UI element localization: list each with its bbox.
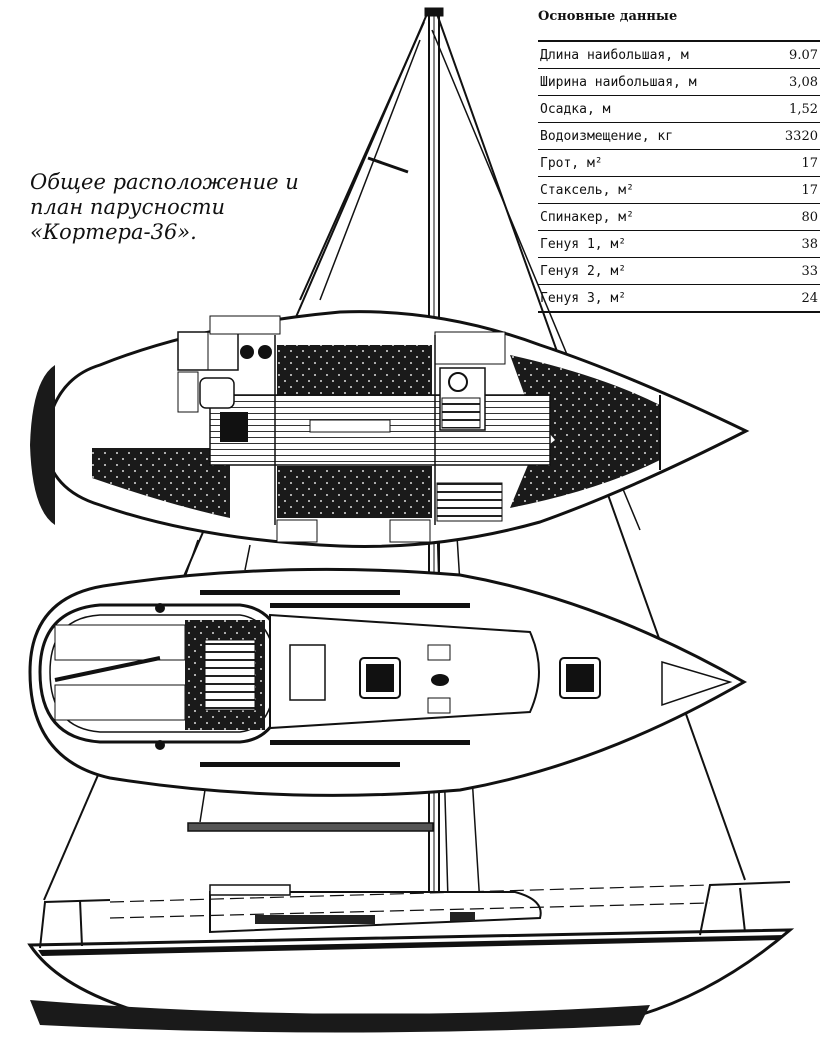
winch bbox=[155, 603, 165, 613]
spec-value: 17 bbox=[767, 149, 820, 177]
forepeak-locker bbox=[30, 365, 55, 525]
port-saloon-berth bbox=[277, 345, 432, 395]
spec-value: 17 bbox=[767, 176, 820, 204]
genoa-track bbox=[270, 603, 470, 608]
antifouling bbox=[30, 1000, 650, 1033]
coachroof bbox=[269, 613, 540, 730]
sprayhood bbox=[209, 884, 291, 896]
caption-line: Общее расположение и bbox=[30, 170, 299, 194]
genoa-track bbox=[270, 740, 470, 745]
spec-label: Осадка, м bbox=[538, 95, 768, 123]
spec-value: 80 bbox=[767, 203, 820, 231]
deck-plan bbox=[28, 567, 748, 797]
spec-label: Генуя 3, м² bbox=[540, 290, 627, 306]
spec-value: 38 bbox=[767, 230, 820, 258]
stove-burner bbox=[240, 345, 254, 359]
stove-burner bbox=[258, 345, 272, 359]
winch bbox=[155, 740, 165, 750]
spec-value: 9.07 bbox=[767, 41, 820, 69]
starboard-saloon-berth bbox=[277, 466, 432, 518]
spec-label: Генуя 2, м² bbox=[538, 257, 768, 285]
foredeck-anchor-well bbox=[661, 660, 733, 707]
spec-label: Генуя 1, м² bbox=[538, 230, 768, 258]
caption-line: «Кортера-36». bbox=[30, 220, 197, 244]
accommodation-plan bbox=[30, 310, 750, 548]
spec-label: Грот, м² bbox=[538, 149, 768, 177]
caption-line: план парусности bbox=[30, 195, 226, 219]
spec-value: 3320 bbox=[767, 122, 820, 150]
spec-value: 33 bbox=[767, 257, 820, 285]
portlight bbox=[255, 915, 375, 924]
spec-value: 1,52 bbox=[767, 95, 820, 123]
spec-label: Длина наибольшая, м bbox=[538, 41, 768, 69]
boot-top bbox=[38, 935, 785, 956]
drawing-caption: Общее расположение и план парусности «Ко… bbox=[30, 170, 300, 245]
pulpit bbox=[699, 881, 791, 936]
shroud bbox=[299, 21, 425, 301]
specs-title: Основные данные bbox=[538, 9, 678, 24]
spec-label: Стаксель, м² bbox=[538, 176, 768, 204]
spec-value: 3,08 bbox=[767, 68, 820, 96]
wc-toilet bbox=[448, 372, 468, 392]
tiller bbox=[54, 656, 161, 682]
spec-label: Водоизмещение, кг bbox=[538, 122, 768, 150]
spec-value: 24 bbox=[801, 290, 818, 306]
spec-row: Генуя 3, м² 24 bbox=[538, 285, 820, 313]
quarter-berth bbox=[92, 448, 230, 518]
galley-sink bbox=[199, 377, 235, 409]
lifelines bbox=[109, 884, 711, 919]
spec-label: Ширина наибольшая, м bbox=[538, 68, 768, 96]
spec-label: Спинакер, м² bbox=[538, 203, 768, 231]
pushpit bbox=[39, 899, 111, 949]
side-profile bbox=[27, 881, 795, 1033]
boom bbox=[187, 822, 434, 832]
